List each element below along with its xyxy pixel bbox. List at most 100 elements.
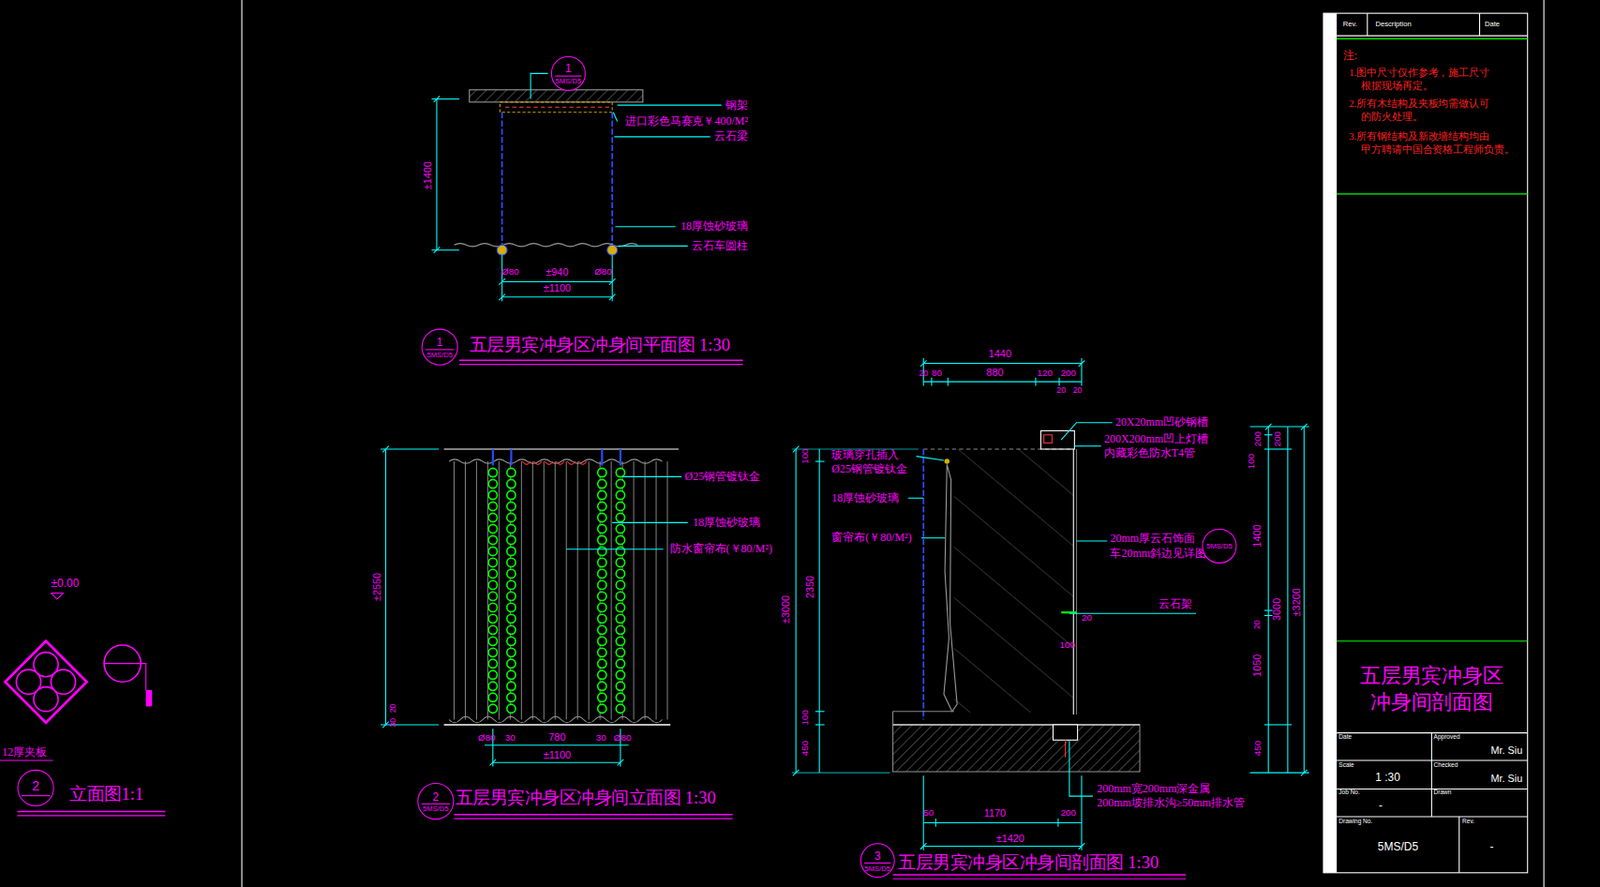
section-view-line — [1250, 772, 1310, 774]
annotation-label: 18厚蚀砂玻璃 — [680, 219, 748, 234]
plan-view-line — [505, 106, 610, 108]
text-line: 五层男宾冲身区 — [1360, 663, 1503, 689]
section-view-circle — [944, 458, 950, 464]
section-view-line — [1074, 445, 1101, 447]
elevation-view-line — [380, 448, 439, 449]
section-view-line — [1058, 377, 1060, 387]
dimension-text: Ø80 — [613, 732, 632, 744]
dimension-text: ±1100 — [543, 748, 571, 763]
text-line: 3.所有钢结构及新改墙结构均由 — [1348, 130, 1514, 144]
section-view-line — [1034, 377, 1036, 387]
elevation-view-path — [448, 459, 663, 464]
annotation-label: 云石架 — [1158, 597, 1193, 612]
dimension-text: Ø80 — [594, 267, 613, 279]
section-view — [792, 358, 1310, 879]
callout-circle: 15MS/D5 — [421, 328, 459, 366]
section-view-line — [923, 362, 1082, 364]
section-view-line — [1300, 423, 1308, 431]
section-view-line — [1268, 426, 1270, 773]
section-view-line — [908, 497, 924, 499]
view-title: 五层男宾冲身区冲身间平面图 1:30 — [469, 333, 731, 356]
text-line: 2.所有木结构及夹板均需做认可 — [1348, 97, 1490, 111]
text-line: 200mm宽200mm深金属 — [1096, 781, 1245, 796]
section-view-line — [1080, 775, 1082, 850]
sheet-frame-line — [1543, 0, 1545, 887]
section-view-polyline — [943, 463, 958, 711]
sheet-reference: 5MS/D5 — [555, 76, 583, 85]
dimension-text: 100 — [1060, 639, 1076, 651]
dimension-text: Mr. Siu — [1490, 772, 1523, 786]
dimension-text: 200 — [1061, 807, 1077, 820]
section-view-line — [935, 818, 937, 827]
sheet-reference: 5MS/D5 — [426, 350, 453, 359]
annotation-label: Ø25钢管镀钛金 — [685, 469, 762, 484]
dimension-text: 50 — [923, 807, 934, 820]
section-view-line — [1057, 818, 1059, 827]
elevation-view-line — [619, 448, 622, 465]
plan-view-line — [612, 254, 614, 301]
detail-symbols-line — [17, 810, 166, 813]
sheet-frame — [241, 0, 1544, 887]
callout-circle: 5MS/D5 — [1202, 528, 1237, 563]
text-line: 1.图中尺寸仅作参考，施工尺寸 — [1348, 66, 1490, 80]
plan-view-line — [498, 294, 506, 301]
elevation-view-line — [493, 762, 621, 763]
elevation-view-line — [487, 472, 498, 718]
dimension-text: 1440 — [988, 347, 1012, 361]
section-view-rect — [954, 448, 1074, 713]
detail-symbols-polyline — [50, 593, 63, 600]
elevation-view-line — [617, 759, 625, 766]
sheet-reference: 5MS/D5 — [422, 805, 449, 813]
elevation-view-line — [508, 472, 516, 718]
dimension-text: ±3200 — [1290, 587, 1304, 616]
section-view-line — [1076, 448, 1077, 715]
plan-view-line — [617, 104, 722, 106]
elevation-view-rect — [448, 461, 670, 719]
dimension-text: 100 — [799, 709, 811, 725]
detail-symbols-polygon — [4, 641, 87, 723]
dimension-text: 1400 — [1252, 523, 1266, 547]
plan-view-line — [613, 135, 710, 137]
dimension-text: 20 — [1073, 386, 1083, 397]
section-view-line — [921, 537, 945, 539]
note-text: 3.所有钢结构及新改墙结构均由 甲方聘请中国合资格工程师负责。 — [1348, 130, 1514, 156]
annotation-label: 窗帘布(￥80/M²) — [831, 530, 912, 545]
dimension-text: ±3000 — [780, 595, 794, 624]
text-line: Ø25钢管镀钛金 — [831, 462, 908, 477]
section-view-line — [1300, 769, 1308, 777]
section-view-line — [922, 448, 925, 719]
annotation-label: 玻璃穿孔插入 Ø25钢管镀钛金 — [831, 448, 908, 477]
detail-symbols-circle — [33, 687, 59, 712]
plan-view-line — [609, 278, 616, 285]
title-block-line — [1336, 35, 1528, 37]
title-block-line — [1366, 13, 1368, 36]
section-view-line — [930, 377, 932, 387]
dimension-text: Drawing No. — [1338, 817, 1373, 825]
dimension-text: ±0.00 — [50, 576, 79, 591]
section-view-line — [792, 772, 891, 774]
plan-view-line — [433, 246, 441, 254]
detail-symbols-circle — [104, 644, 141, 682]
dimension-text: Date — [1338, 733, 1352, 742]
section-view-line — [1064, 739, 1066, 758]
elevation-view-line — [566, 548, 663, 550]
dimension-text: 200 — [1061, 367, 1077, 379]
sheet-reference: 5MS/D5 — [1206, 541, 1233, 550]
text-line: 甲方聘请中国合资格工程师负责。 — [1348, 142, 1514, 156]
section-view-rect — [893, 724, 1140, 772]
dimension-text: Checked — [1434, 761, 1459, 769]
note-text: 1.图中尺寸仅作参考，施工尺寸 根据现场再定。 — [1348, 66, 1490, 92]
section-view-line — [920, 842, 928, 850]
elevation-view-line — [597, 472, 608, 718]
elevation-view-line — [385, 448, 387, 725]
detail-symbols-line — [104, 662, 141, 664]
text-line: 200mm坡排水沟≥50mm排水管 — [1096, 795, 1245, 810]
plan-view-line — [435, 99, 437, 251]
annotation-label: 进口彩色马赛克￥400/M² — [625, 114, 748, 129]
annotation-label: 200X200mm凹上灯槽 内藏彩色防水T4管 — [1104, 432, 1209, 461]
detail-symbols-rect — [146, 689, 153, 706]
dimension-text: - — [1378, 799, 1383, 814]
title-block-line — [1336, 193, 1528, 195]
callout-divider — [555, 74, 582, 76]
